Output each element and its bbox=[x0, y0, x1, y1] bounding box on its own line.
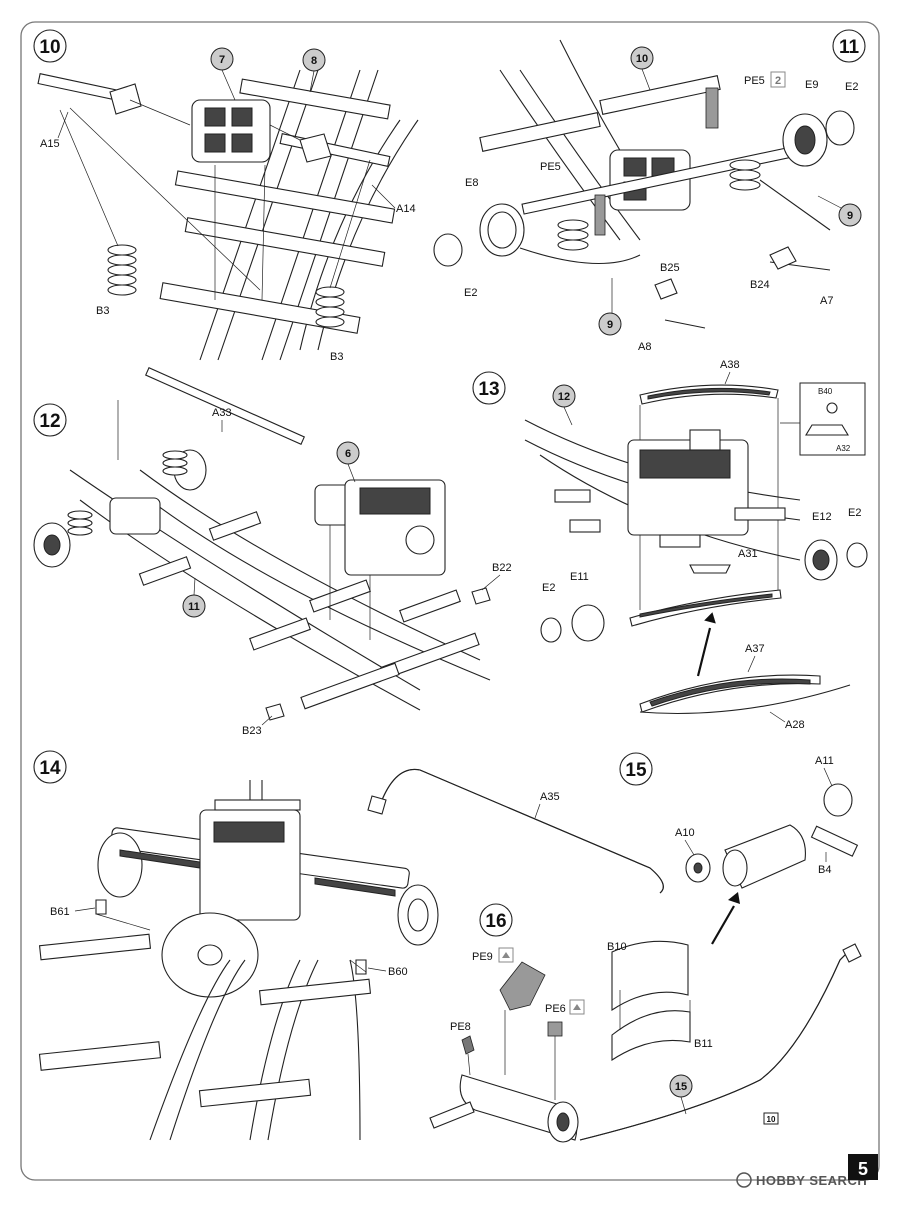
step-10-ref-7: 7 bbox=[219, 54, 225, 66]
step-11-label-B25: B25 bbox=[660, 262, 680, 274]
step-10-label-B3-right: B3 bbox=[330, 351, 343, 363]
hobby-search-watermark: HOBBY SEARCH bbox=[736, 1172, 867, 1188]
step-16-ref-15: 15 bbox=[675, 1081, 687, 1093]
step-11-ref-9-right: 9 bbox=[847, 210, 853, 222]
step-13-label-A38: A38 bbox=[720, 359, 740, 371]
step-10-label-A15: A15 bbox=[40, 138, 60, 150]
step-12-label-B23: B23 bbox=[242, 725, 262, 737]
step-13-label-E12: E12 bbox=[812, 511, 832, 523]
step-13-label-B40: B40 bbox=[818, 387, 833, 396]
step-11-label-E8: E8 bbox=[465, 177, 478, 189]
step-16-label-PE9: PE9 bbox=[472, 951, 493, 963]
step-16-label-PE8: PE8 bbox=[450, 1021, 471, 1033]
step-11-number: 11 bbox=[839, 37, 860, 58]
step-11-label-PE5: PE5 bbox=[540, 161, 561, 173]
step-11-label-A7: A7 bbox=[820, 295, 833, 307]
page-border bbox=[20, 21, 880, 1181]
step-10-badge bbox=[33, 29, 67, 63]
step-15-label-B10: B10 bbox=[607, 941, 627, 953]
step-13-number: 13 bbox=[478, 379, 499, 400]
step-12-ref-6: 6 bbox=[345, 448, 351, 460]
step-14-label-B60: B60 bbox=[388, 966, 408, 978]
step-15-label-B11: B11 bbox=[694, 1038, 713, 1050]
step-12-ref-11: 11 bbox=[188, 601, 200, 613]
step-16-badge bbox=[479, 903, 513, 937]
watermark-logo-icon bbox=[736, 1172, 752, 1188]
step-13-drawing: 13 bbox=[472, 359, 868, 731]
step-10-number: 10 bbox=[39, 37, 60, 58]
step-12-drawing: 12 6 11 A33 bbox=[33, 367, 512, 737]
step-16-ref-10: 10 bbox=[767, 1115, 776, 1124]
page-number: 5 bbox=[858, 1159, 868, 1179]
page-number-box bbox=[848, 1154, 878, 1180]
step-10-label-B3-left: B3 bbox=[96, 305, 109, 317]
watermark-text: HOBBY SEARCH bbox=[756, 1173, 867, 1188]
step-16-label-PE6: PE6 bbox=[545, 1003, 566, 1015]
step-11-ref-10: 10 bbox=[636, 53, 648, 65]
step-15-label-A10: A10 bbox=[675, 827, 695, 839]
step-15-label-B4: B4 bbox=[818, 864, 831, 876]
step-11-label-E9: E9 bbox=[805, 79, 818, 91]
step-10-ref-8: 8 bbox=[311, 55, 317, 67]
step-13-label-E2-left: E2 bbox=[542, 582, 555, 594]
step-11-drawing: 11 10 9 bbox=[433, 29, 866, 353]
step-14-label-B61: B61 bbox=[50, 906, 70, 918]
step-13-label-A28: A28 bbox=[785, 719, 805, 731]
step-15-drawing: 15 A35 A11 A10 B4 B10 B11 bbox=[367, 752, 859, 1062]
step-11-badge bbox=[832, 29, 866, 63]
step-14-badge bbox=[33, 750, 67, 784]
step-15-label-A11: A11 bbox=[815, 755, 834, 767]
step-13-ref-12: 12 bbox=[558, 391, 570, 403]
step-13-label-A31: A31 bbox=[738, 548, 758, 560]
step-11-multiplier: 2 bbox=[775, 75, 781, 87]
step-11-label-A8: A8 bbox=[638, 341, 651, 353]
step-11-label-E2-bottom: E2 bbox=[464, 287, 477, 299]
step-12-label-B22: B22 bbox=[492, 562, 512, 574]
step-12-label-A33: A33 bbox=[212, 407, 232, 419]
step-15-badge bbox=[619, 752, 653, 786]
step-16-drawing: 16 15 10 PE9 PE6 PE8 bbox=[429, 903, 862, 1143]
step-13-label-E2-right: E2 bbox=[848, 507, 861, 519]
step-11-ref-9-left: 9 bbox=[607, 319, 613, 331]
step-11-label-PE5-top: PE5 bbox=[744, 75, 765, 87]
step-12-number: 12 bbox=[39, 411, 60, 432]
step-15-number: 15 bbox=[625, 760, 647, 781]
step-15-label-A35: A35 bbox=[540, 791, 560, 803]
step-14-number: 14 bbox=[39, 758, 61, 779]
step-12-badge bbox=[33, 403, 67, 437]
step-13-badge bbox=[472, 371, 506, 405]
step-13-label-A32: A32 bbox=[836, 444, 851, 453]
step-14-drawing: 14 B61 B60 bbox=[33, 750, 439, 1141]
step-13-label-E11: E11 bbox=[570, 571, 589, 583]
step-13-label-A37: A37 bbox=[745, 643, 765, 655]
step-16-number: 16 bbox=[485, 911, 506, 932]
step-10-drawing: 10 7 8 A15 A14 bbox=[33, 29, 419, 363]
step-11-label-B24: B24 bbox=[750, 279, 770, 291]
step-10-label-A14: A14 bbox=[396, 203, 416, 215]
step-11-label-E2-top: E2 bbox=[845, 81, 858, 93]
